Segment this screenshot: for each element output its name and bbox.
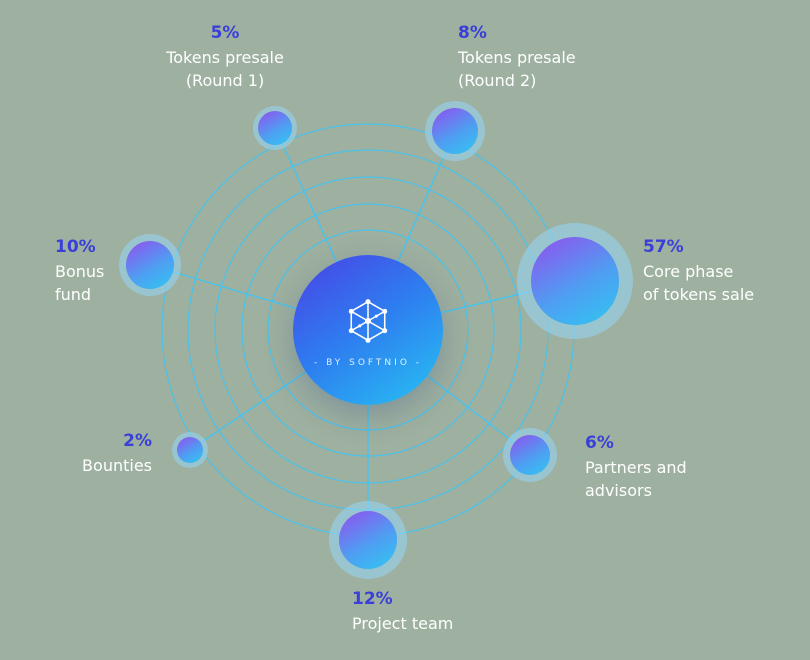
bubble-bonus-fund — [126, 241, 174, 289]
node-label-presale-round-1: 5% Tokens presale (Round 1) — [145, 22, 305, 92]
label-line: Partners and — [585, 458, 687, 477]
percent-value: 10% — [55, 237, 96, 257]
percent-value: 5% — [210, 23, 240, 43]
label-line: Project team — [352, 614, 454, 633]
percent-value: 12% — [352, 589, 393, 609]
bubble-presale-round-1 — [258, 111, 292, 145]
label-line: (Round 2) — [458, 71, 537, 90]
label-line: fund — [55, 285, 92, 304]
brand-label: - BY SOFTNIO - — [313, 358, 423, 368]
bubble-core-phase — [531, 237, 619, 325]
hexagon-network-icon — [348, 299, 388, 343]
bubble-bounties — [177, 437, 203, 463]
label-line: Core phase — [643, 262, 734, 281]
bubble-project-team — [339, 511, 397, 569]
bubble-partners — [510, 435, 550, 475]
label-line: Bounties — [82, 456, 152, 475]
label-line: Tokens presale — [166, 48, 284, 67]
label-line: (Round 1) — [185, 71, 265, 90]
percent-value: 2% — [123, 431, 152, 451]
node-label-partners: 6% Partners and advisors — [585, 432, 687, 502]
node-label-presale-round-2: 8% Tokens presale (Round 2) — [458, 22, 576, 92]
bubble-presale-round-2 — [432, 108, 478, 154]
percent-value: 8% — [458, 23, 487, 43]
label-line: advisors — [585, 481, 652, 500]
label-line: Bonus — [55, 262, 105, 281]
node-label-core-phase: 57% Core phase of tokens sale — [643, 236, 808, 306]
percent-value: 57% — [643, 237, 684, 257]
node-label-bounties: 2% Bounties — [30, 430, 152, 477]
label-line: of tokens sale — [643, 285, 755, 304]
node-label-bonus-fund: 10% Bonus fund — [55, 236, 104, 306]
node-label-project-team: 12% Project team — [352, 588, 453, 635]
percent-value: 6% — [585, 433, 614, 453]
center-brand-circle: - BY SOFTNIO - — [293, 255, 443, 405]
label-line: Tokens presale — [458, 48, 576, 67]
